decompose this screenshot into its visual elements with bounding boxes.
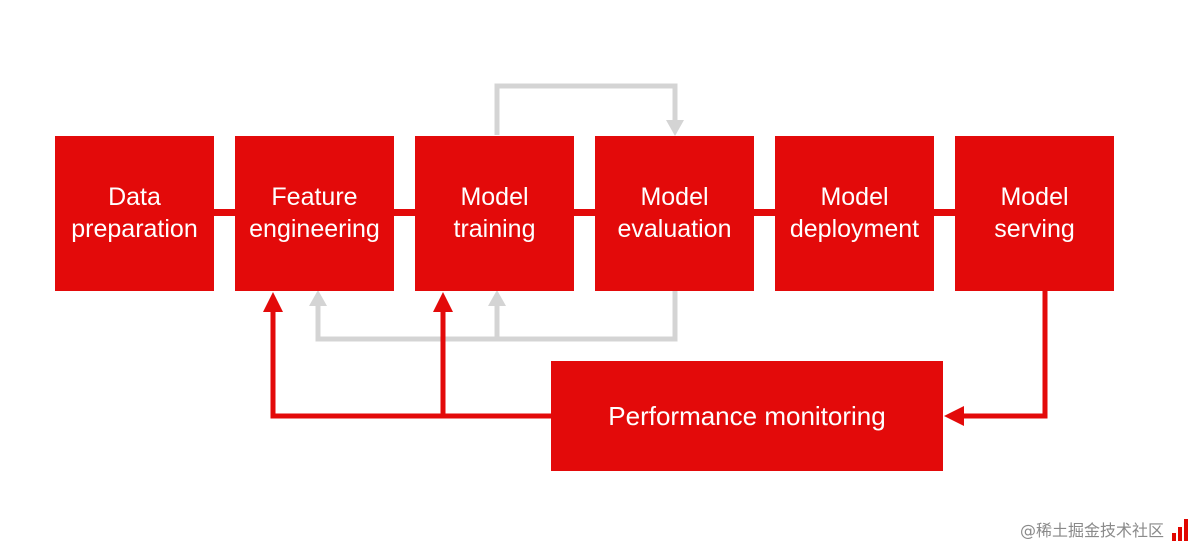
performance-monitoring-node: Performance monitoring [551, 361, 943, 471]
monitoring-box [551, 361, 943, 471]
stage-label-line2: engineering [249, 215, 380, 243]
juejin-bars-logo-icon [1172, 517, 1189, 541]
stage-box [235, 136, 394, 291]
stage-data-preparation: Data preparation [55, 136, 214, 291]
stage-label-line1: Model [820, 183, 888, 211]
stage-label-line1: Model [1000, 183, 1068, 211]
stage-label-line2: deployment [790, 215, 919, 243]
connector-4 [753, 209, 777, 216]
stage-label-line2: preparation [71, 215, 197, 243]
stage-label-line1: Model [640, 183, 708, 211]
training-to-evaluation-arrowhead [666, 120, 684, 136]
monitoring-connectors [263, 290, 1048, 426]
connector-1 [213, 209, 237, 216]
stage-model-deployment: Model deployment [775, 136, 934, 291]
stage-model-evaluation: Model evaluation [595, 136, 754, 291]
stage-label-line1: Model [460, 183, 528, 211]
monitoring-to-training-arrowhead [433, 292, 453, 312]
stage-box [55, 136, 214, 291]
stage-box [595, 136, 754, 291]
stage-box [955, 136, 1114, 291]
serving-to-monitoring-line [960, 290, 1048, 419]
monitoring-to-feature-arrowhead [263, 292, 283, 312]
stage-label-line2: training [454, 215, 536, 243]
connector-5 [933, 209, 957, 216]
evaluation-feedback-connectors [309, 83, 684, 342]
watermark: @稀土掘金技术社区 [1020, 516, 1189, 542]
stage-box [415, 136, 574, 291]
stage-label-line1: Feature [271, 183, 357, 211]
connector-3 [573, 209, 597, 216]
serving-to-monitoring-arrowhead [944, 406, 964, 426]
stage-label-line2: serving [994, 215, 1075, 243]
connector-2 [393, 209, 417, 216]
evaluation-to-training-arrowhead [488, 290, 506, 306]
stage-label-line1: Data [108, 183, 161, 211]
monitoring-label: Performance monitoring [608, 401, 885, 431]
stage-box [775, 136, 934, 291]
stage-model-training: Model training [415, 136, 574, 291]
monitoring-feedback-line [270, 312, 552, 419]
stage-label-line2: evaluation [618, 215, 732, 243]
watermark-text: @稀土掘金技术社区 [1020, 521, 1165, 540]
stage-connectors [213, 209, 957, 216]
evaluation-to-feature-arrowhead [309, 290, 327, 306]
stage-boxes: Data preparation Feature engineering Mod… [55, 136, 1114, 291]
stage-feature-engineering: Feature engineering [235, 136, 394, 291]
stage-model-serving: Model serving [955, 136, 1114, 291]
training-to-evaluation-arrow [494, 83, 678, 135]
